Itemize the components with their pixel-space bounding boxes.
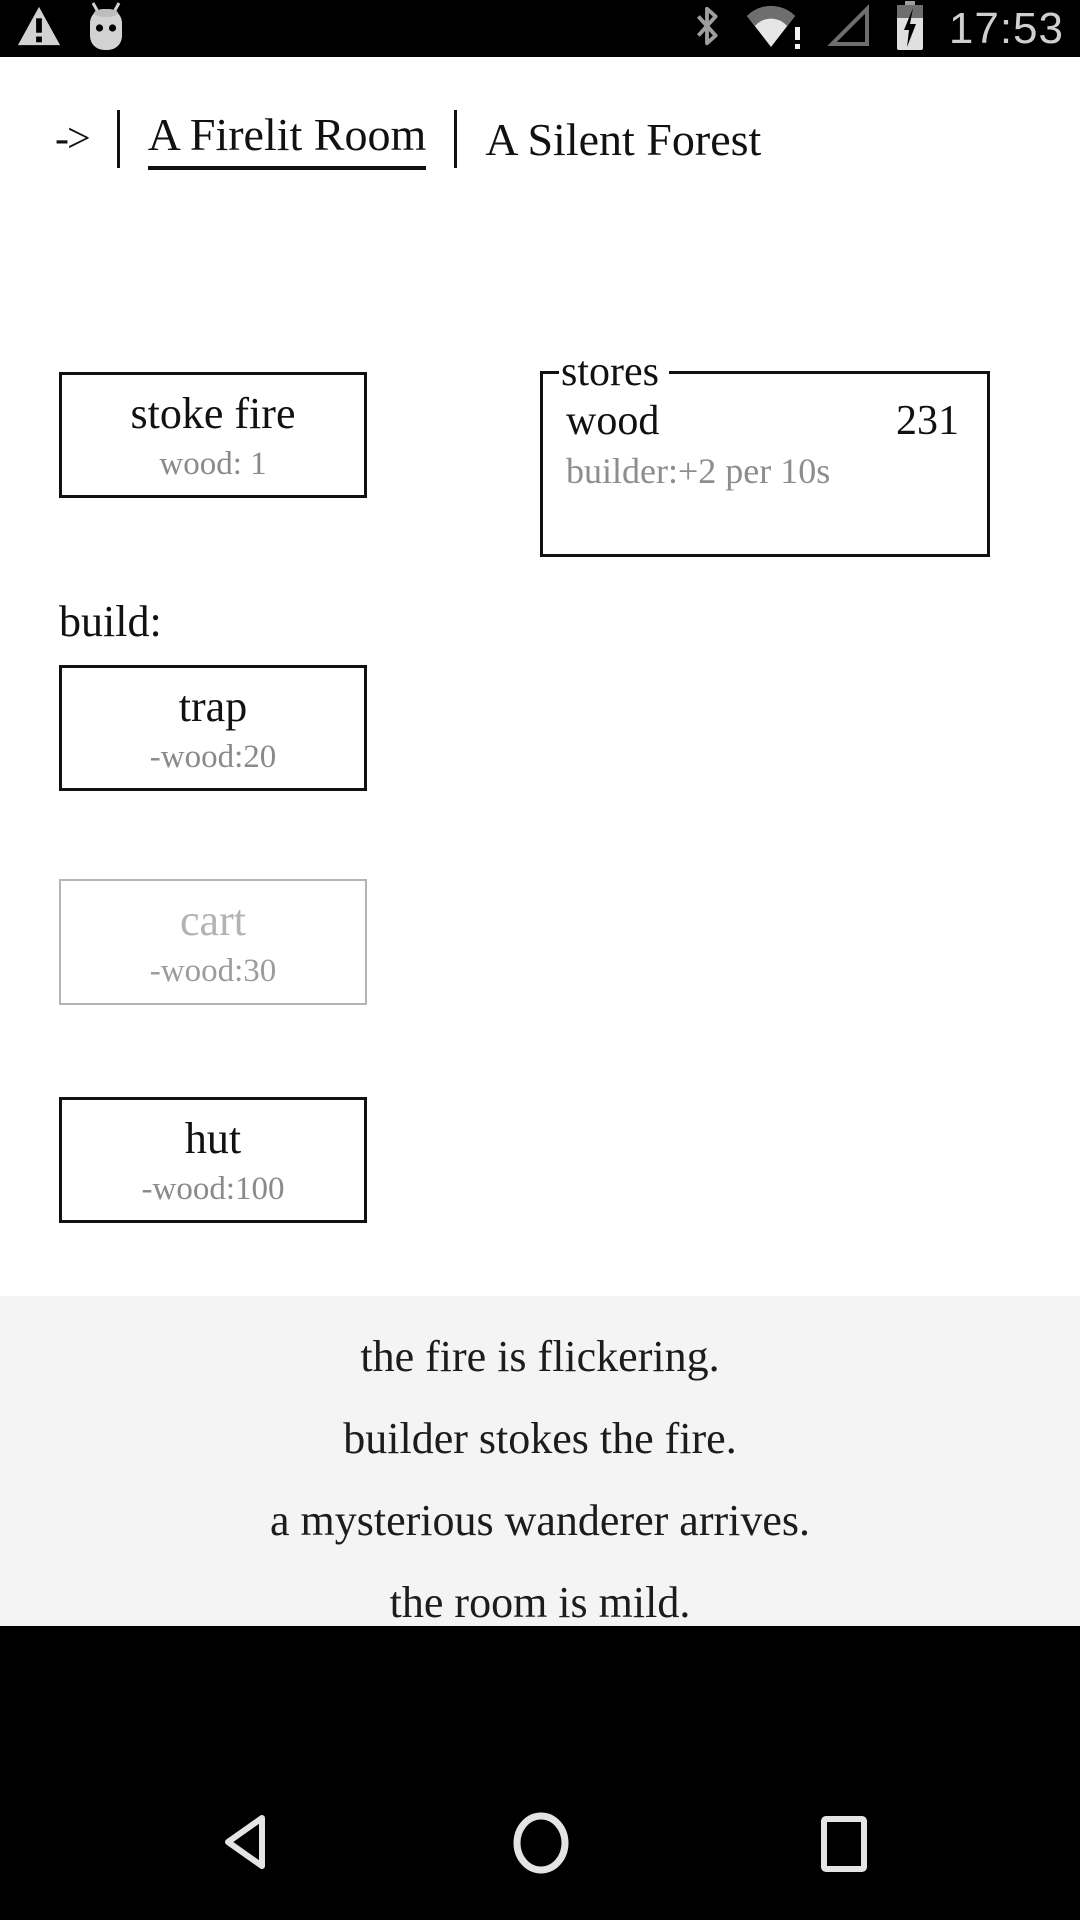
stores-legend: stores [561, 349, 659, 395]
back-triangle-icon [216, 1815, 268, 1874]
wifi-alert-icon [745, 3, 803, 54]
stoke-fire-label: stoke fire [130, 389, 296, 438]
header-arrow: -> [55, 116, 91, 162]
message-log: the fire is flickering. builder stokes t… [0, 1296, 1080, 1627]
trap-label: trap [178, 682, 248, 731]
tab-divider [454, 110, 458, 168]
android-back-button[interactable] [216, 1813, 268, 1874]
build-cart-button-disabled[interactable]: cart -wood:30 [59, 879, 367, 1005]
store-value: 231 [896, 398, 959, 444]
cart-label: cart [180, 896, 246, 945]
warning-icon [16, 4, 62, 53]
log-message: the room is mild. [389, 1578, 691, 1627]
signal-empty-icon [827, 4, 871, 53]
tab-divider [116, 110, 120, 168]
clock-time: 17:53 [948, 4, 1064, 53]
android-recents-button[interactable] [820, 1815, 868, 1876]
stoke-fire-button[interactable]: stoke fire wood: 1 [59, 372, 367, 498]
android-robot-icon [84, 1, 128, 56]
status-left-icons [16, 1, 128, 56]
store-income: builder:+2 per 10s [566, 451, 831, 491]
tab-a-firelit-room[interactable]: A Firelit Room [147, 108, 427, 170]
hut-cost: -wood:100 [141, 1171, 285, 1207]
bluetooth-icon [693, 3, 721, 54]
cart-cost: -wood:30 [149, 953, 277, 989]
android-home-button[interactable] [512, 1812, 570, 1877]
stores-panel: stores wood 231 builder:+2 per 10s [540, 349, 990, 557]
status-bar: 17:53 [0, 0, 1080, 57]
stoke-fire-cost: wood: 1 [159, 446, 267, 482]
log-message: a mysterious wanderer arrives. [269, 1496, 810, 1545]
store-row-wood: wood 231 [543, 395, 987, 447]
battery-charging-icon [895, 1, 925, 56]
trap-cost: -wood:20 [149, 739, 277, 775]
log-message: builder stokes the fire. [343, 1414, 737, 1463]
hut-label: hut [184, 1114, 242, 1163]
store-name: wood [566, 398, 660, 444]
build-trap-button[interactable]: trap -wood:20 [59, 665, 367, 791]
log-message: the fire is flickering. [360, 1332, 720, 1381]
home-circle-icon [512, 1812, 570, 1877]
build-hut-button[interactable]: hut -wood:100 [59, 1097, 367, 1223]
location-tabs: -> A Firelit Room A Silent Forest [55, 108, 761, 170]
status-right: 17:53 [693, 0, 1064, 57]
tab-a-silent-forest[interactable]: A Silent Forest [485, 113, 762, 165]
build-heading: build: [59, 597, 162, 646]
recents-square-icon [820, 1816, 868, 1876]
